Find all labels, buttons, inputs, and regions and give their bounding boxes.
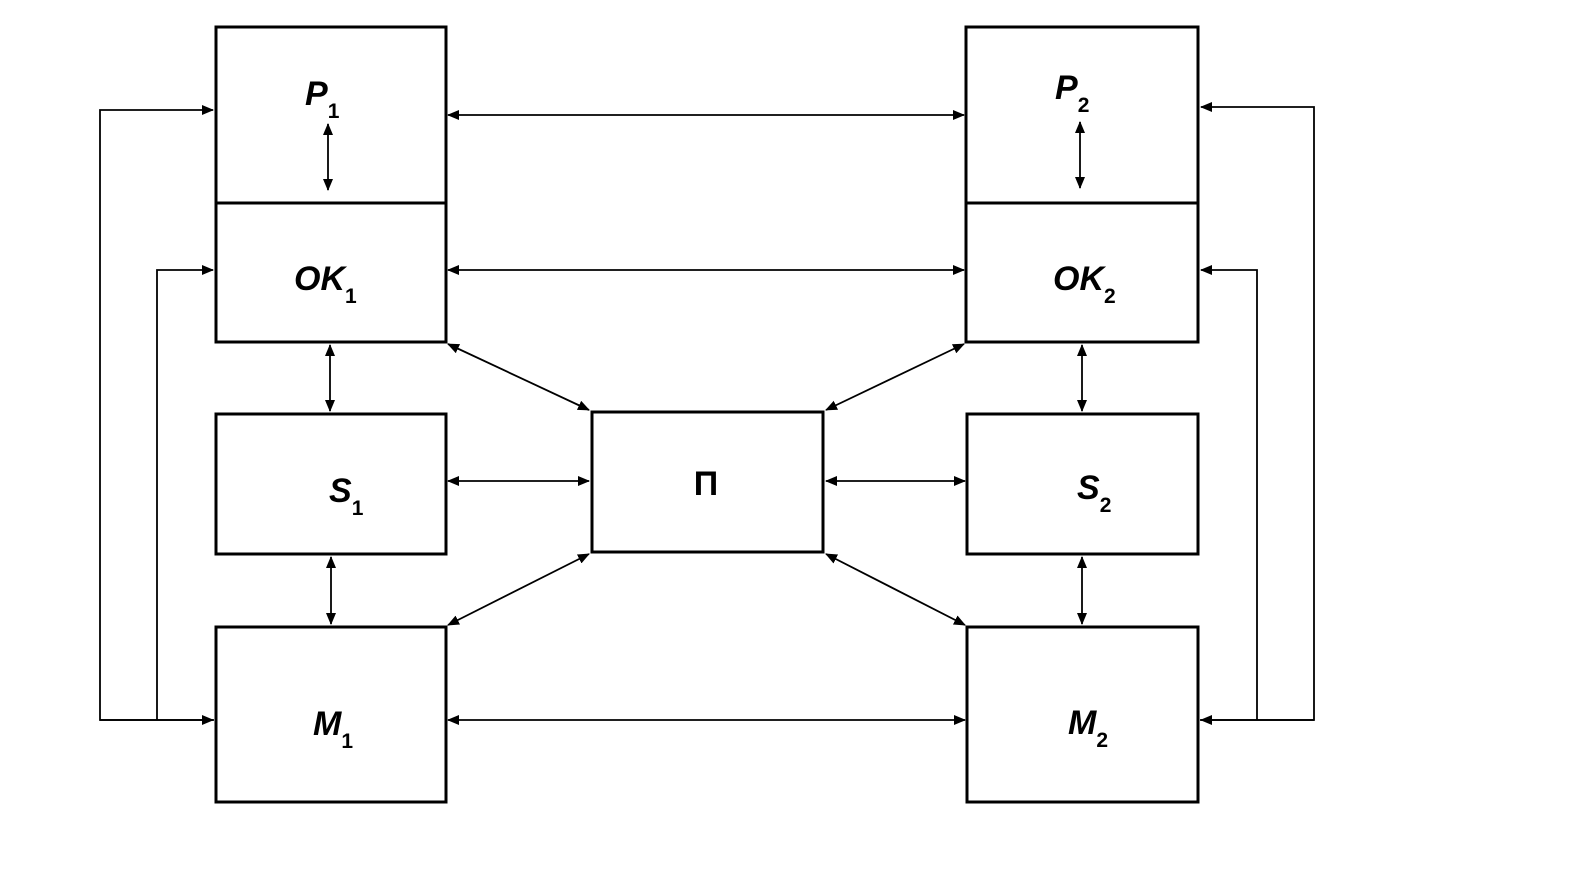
arrow-m2-center [825,553,966,626]
block-s1 [214,412,448,556]
label-s2: S2 [1077,469,1111,517]
label-ok2: OK2 [1053,260,1116,308]
block-m1 [214,625,448,804]
arrow-ok2-center [825,343,965,411]
feedback-m1-ok1 [156,265,214,720]
block-center [590,410,825,554]
label-m2: M2 [1068,704,1108,752]
label-p2: P2 [1055,69,1089,117]
label-p1: P1 [305,75,340,123]
label-center: П [694,465,718,503]
arrow-m1-center [447,553,590,626]
block-m2 [965,625,1200,804]
block-s2 [965,412,1200,556]
label-ok1: OK1 [294,260,357,308]
block-ok2 [964,201,1200,344]
arrow-ok1-center [447,343,590,411]
block-ok1 [214,201,448,344]
feedback-m2-ok2 [1200,265,1258,720]
label-s1: S1 [329,472,364,520]
label-m1: M1 [313,705,353,753]
